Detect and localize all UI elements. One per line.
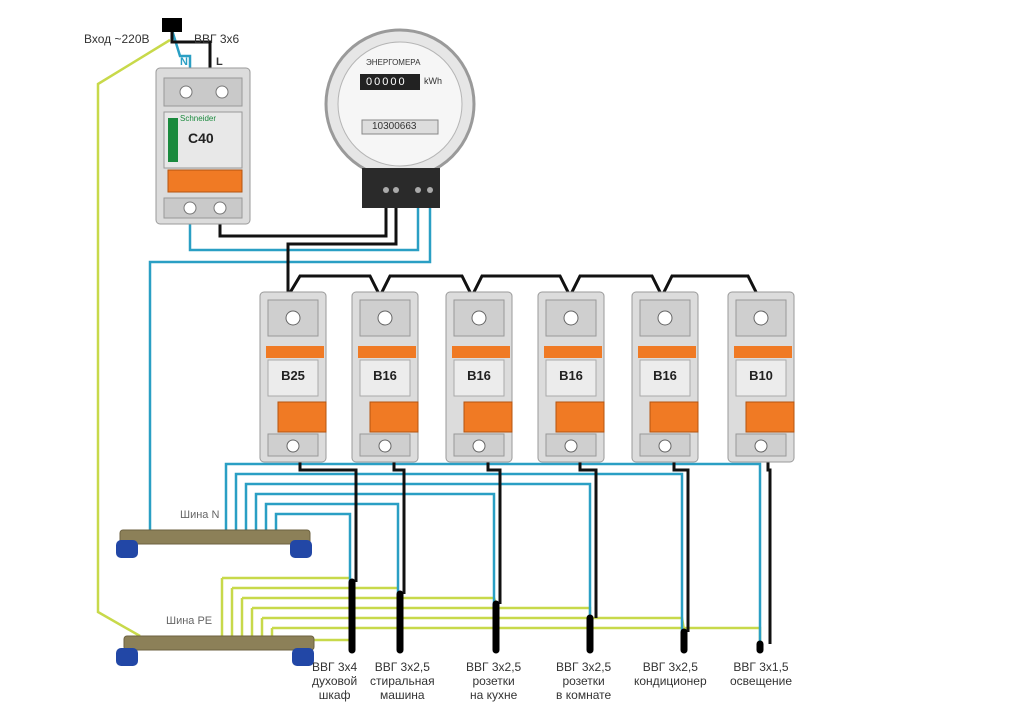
neutral-wires	[148, 29, 762, 644]
breaker-6	[727, 291, 795, 463]
input-label: Вход ~220В	[84, 32, 150, 46]
breaker-2	[351, 291, 419, 463]
load-name-1: стиральная	[370, 674, 435, 688]
breaker-2-rating: B16	[373, 368, 397, 383]
load-name-1: духовой	[312, 674, 358, 688]
breaker-3	[445, 291, 513, 463]
load-name-1: розетки	[562, 674, 605, 688]
electric-meter	[324, 28, 476, 208]
load-name-1: розетки	[472, 674, 515, 688]
main-breaker-rating: C40	[188, 130, 214, 146]
load-cable: ВВГ 3х4	[312, 660, 358, 674]
main-breaker	[155, 67, 251, 225]
load-name-1: освещение	[730, 674, 793, 688]
meter-serial: 10300663	[372, 121, 417, 132]
meter-unit: kWh	[424, 76, 442, 86]
breaker-4	[537, 291, 605, 463]
load-cable: ВВГ 3х2,5	[374, 660, 430, 674]
breaker-5-rating: B16	[653, 368, 677, 383]
load-name-2: шкаф	[318, 688, 351, 702]
neutral-bus	[116, 529, 312, 558]
cable-sheaths	[348, 578, 764, 654]
input-cable-label: ВВГ 3х6	[194, 32, 240, 46]
neutral-terminal-label: N	[180, 56, 188, 68]
main-breaker-brand: Schneider	[180, 114, 217, 123]
load-name-2: на кухне	[469, 688, 518, 702]
breaker-1-rating: B25	[281, 368, 305, 383]
neutral-bus-label: Шина N	[180, 509, 220, 521]
phase-wires	[170, 30, 772, 644]
phase-terminal-label: L	[216, 56, 223, 68]
breaker-3-rating: B16	[467, 368, 491, 383]
breaker-1	[259, 291, 327, 463]
load-name-1: кондиционер	[634, 674, 707, 688]
load-cable: ВВГ 3х2,5	[642, 660, 698, 674]
meter-counter: 00000	[366, 76, 407, 88]
load-name-2: в комнате	[556, 688, 612, 702]
pe-bus-label: Шина PE	[166, 615, 213, 627]
branch-breakers	[259, 291, 795, 463]
load-cable: ВВГ 3х1,5	[733, 660, 789, 674]
load-cable: ВВГ 3х2,5	[556, 660, 612, 674]
load-cable: ВВГ 3х2,5	[466, 660, 522, 674]
pe-bus	[116, 635, 315, 666]
breaker-4-rating: B16	[559, 368, 583, 383]
meter-brand: ЭНЕРГОМЕРА	[366, 58, 421, 67]
breaker-5	[631, 291, 699, 463]
breaker-6-rating: B10	[749, 368, 773, 383]
load-name-2: машина	[380, 688, 425, 702]
input-terminal	[162, 18, 182, 32]
